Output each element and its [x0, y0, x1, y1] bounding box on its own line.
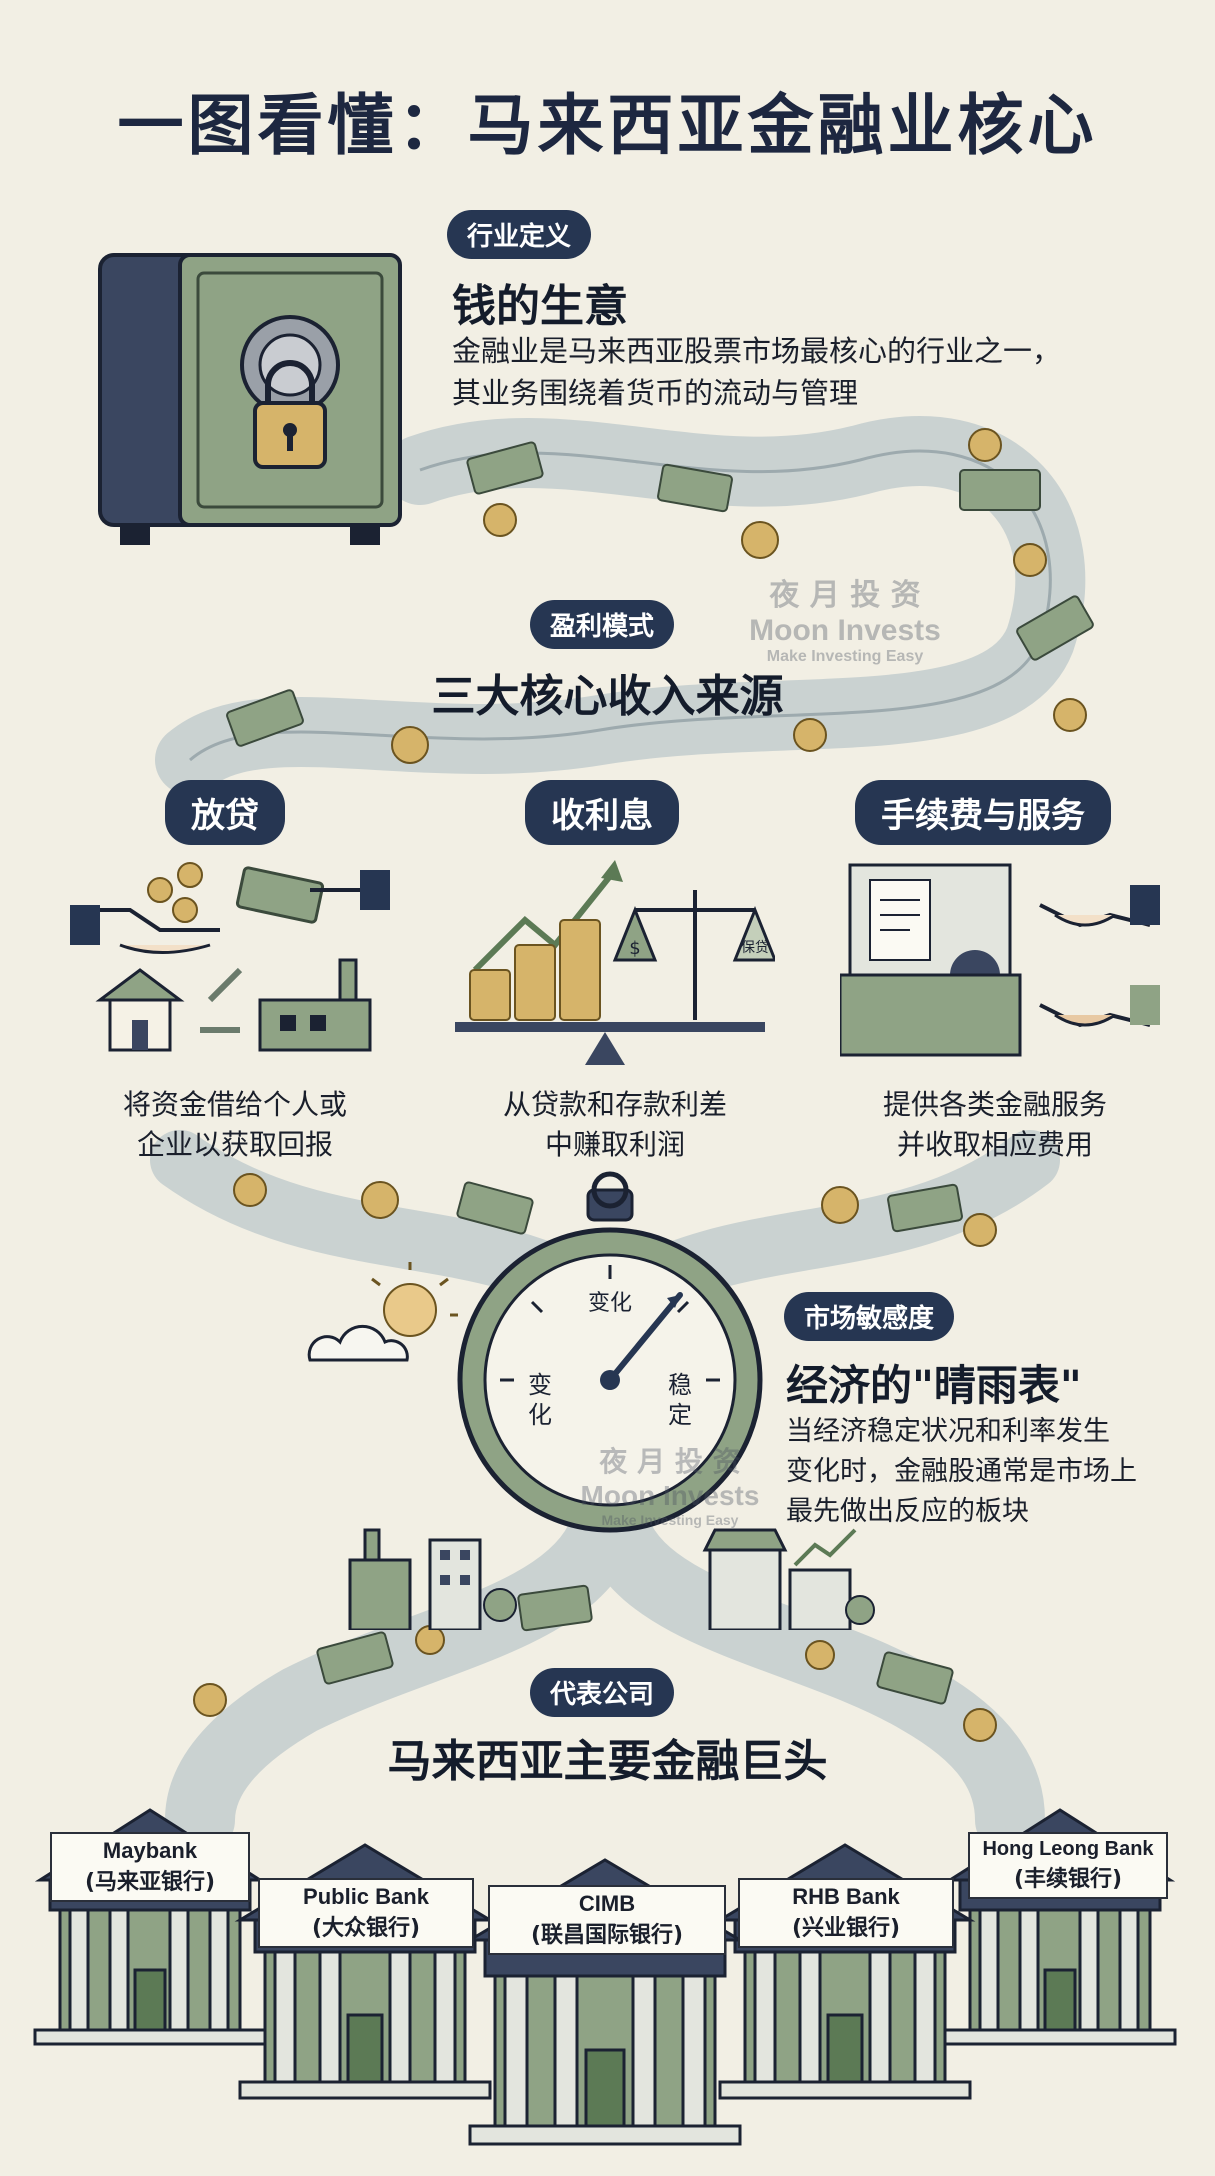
market-line: 变化时，金融股通常是市场上 [786, 1456, 1137, 1487]
companies-heading: 马来西亚主要金融巨头 [387, 1736, 828, 1787]
page-title: 一图看懂：马来西亚金融业核心 [117, 87, 1098, 164]
definition-line: 其业务围绕着货币的流动与管理 [452, 376, 859, 410]
lending-title: 放贷 [165, 780, 285, 845]
watermark: 夜 月 投 资 Moon Invests Make Investing Easy [580, 1445, 760, 1528]
lending-illustration [70, 862, 390, 1052]
bank-label-hong-leong-bank: Hong Leong Bank (丰续银行) [968, 1832, 1168, 1899]
lending-desc-line: 将资金借给个人或 [122, 1088, 347, 1121]
shop-illustration [702, 1528, 875, 1630]
market-line: 最先做出反应的板块 [786, 1496, 1029, 1527]
scale-label: 保贷 [741, 940, 769, 956]
fees-desc-line: 提供各类金融服务 [882, 1088, 1107, 1121]
profit-heading: 三大核心收入来源 [431, 671, 784, 722]
bank-label-public-bank: Public Bank (大众银行) [258, 1878, 474, 1948]
gauge-label-left: 变化 [528, 1371, 552, 1429]
factory-illustration [348, 1528, 517, 1630]
svg-text:$: $ [629, 938, 640, 959]
market-heading: 经济的"晴雨表" [786, 1361, 1082, 1410]
gauge-label-top: 变化 [588, 1291, 632, 1316]
fees-title: 手续费与服务 [855, 780, 1111, 845]
gauge-illustration: 变化 [457, 1171, 763, 1533]
interest-illustration: $ 保贷 [455, 860, 775, 1065]
interest-desc-line: 中赚取利润 [544, 1128, 685, 1161]
profit-tag: 盈利模式 [530, 600, 675, 649]
safe-illustration [98, 253, 402, 545]
watermark: 夜 月 投 资 Moon Invests Make Investing Easy [749, 578, 941, 665]
companies-tag: 代表公司 [530, 1668, 675, 1717]
interest-desc-line: 从贷款和存款利差 [502, 1088, 727, 1121]
definition-line: 金融业是马来西亚股票市场最核心的行业之一， [452, 334, 1062, 368]
bank-label-rhb-bank: RHB Bank (兴业银行) [738, 1878, 954, 1948]
market-line: 当经济稳定状况和利率发生 [786, 1416, 1110, 1447]
lending-desc-line: 企业以获取回报 [136, 1128, 333, 1161]
gauge-label-right: 稳定 [668, 1371, 692, 1429]
market-tag: 市场敏感度 [784, 1292, 955, 1341]
interest-title: 收利息 [525, 780, 679, 845]
definition-heading: 钱的生意 [452, 281, 628, 332]
bank-label-cimb: CIMB (联昌国际银行) [488, 1885, 726, 1955]
weather-illustration [307, 1262, 458, 1362]
fees-desc-line: 并收取相应费用 [896, 1128, 1093, 1161]
bank-label-maybank: Maybank (马来亚银行) [50, 1832, 250, 1902]
fees-illustration [840, 863, 1160, 1057]
definition-tag: 行业定义 [447, 210, 592, 259]
